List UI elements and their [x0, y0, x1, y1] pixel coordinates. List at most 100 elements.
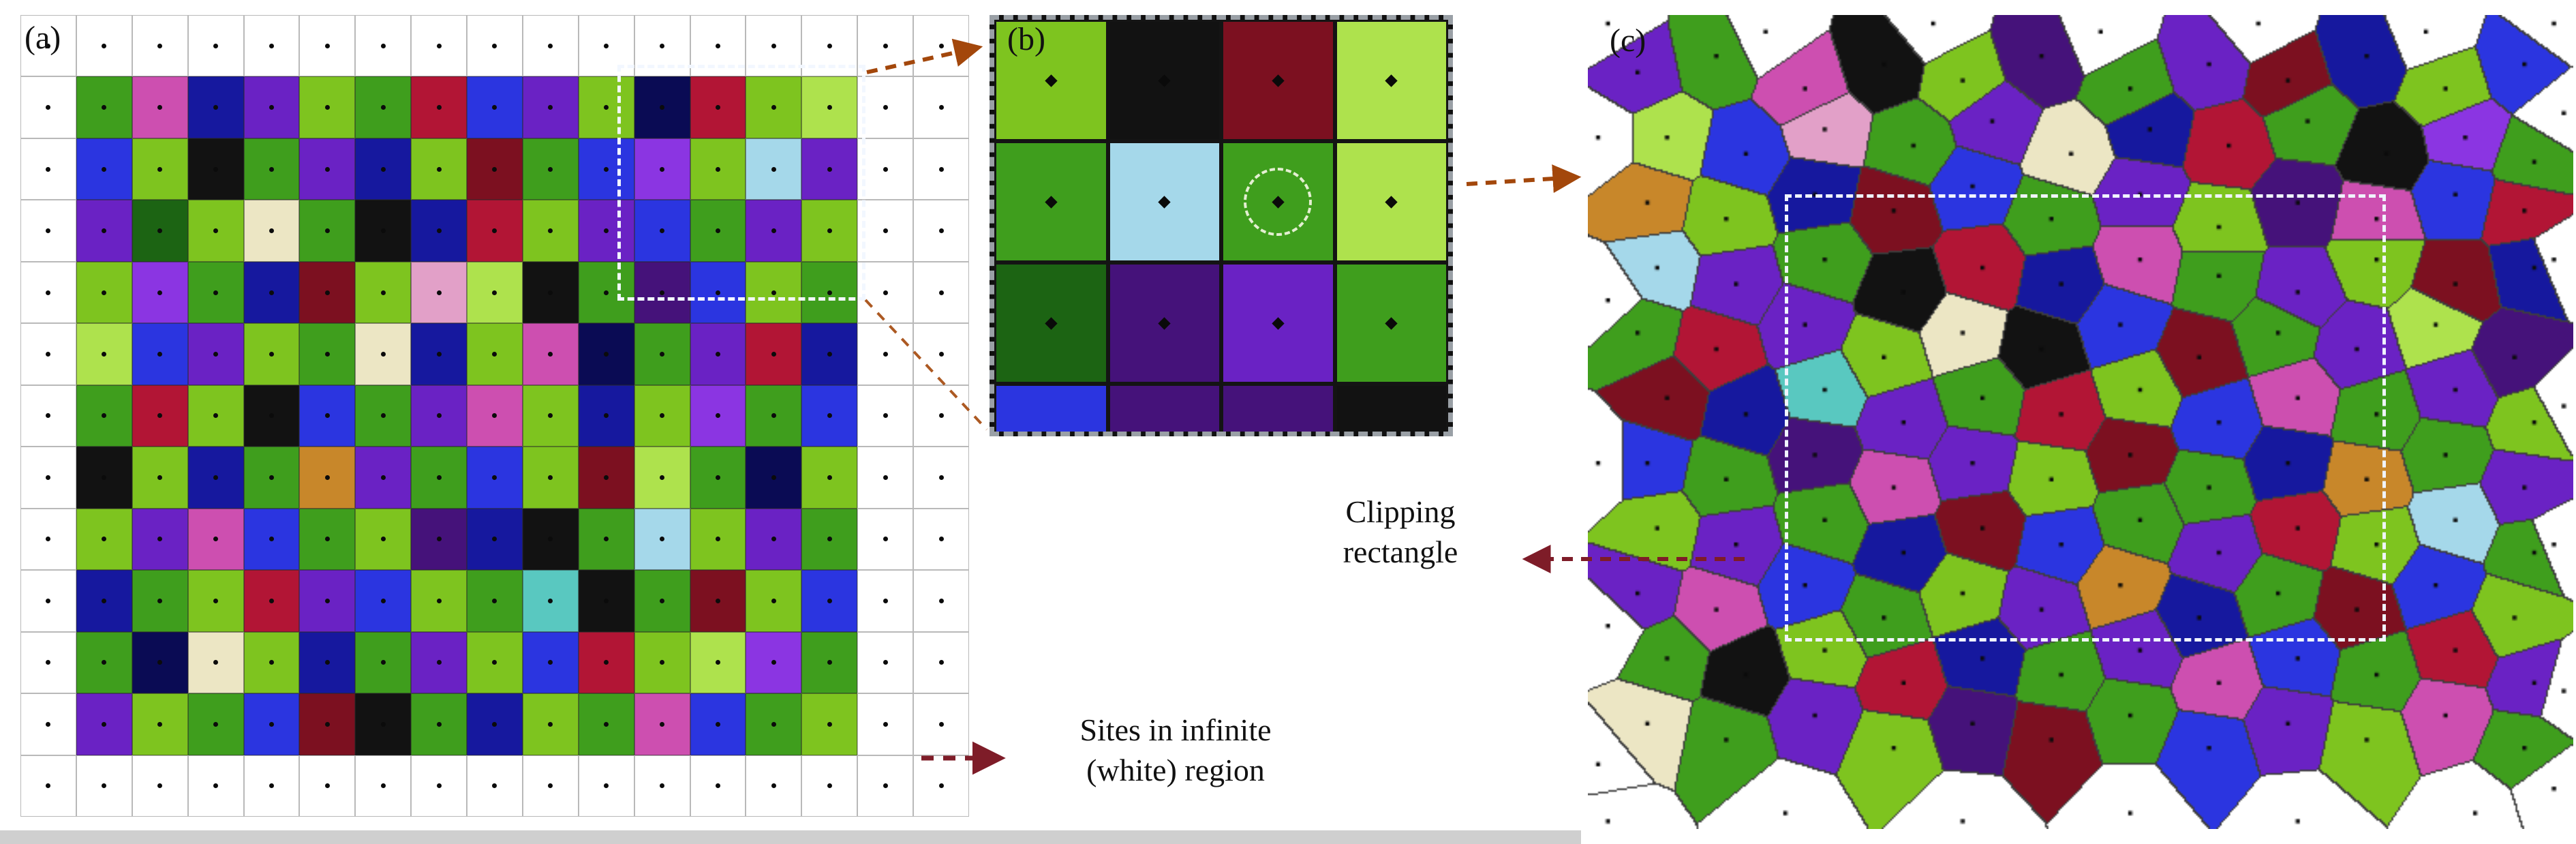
site-dot: [827, 43, 832, 48]
site-dot: [213, 413, 219, 419]
grid-cell: [132, 15, 188, 77]
site-dot: [548, 413, 553, 419]
site-dot: [716, 660, 721, 665]
grid-cell: [187, 570, 244, 632]
panel-a-grid: [20, 15, 969, 817]
site-dot: [269, 43, 274, 48]
site-dot: [604, 537, 609, 542]
site-dot: [827, 290, 832, 295]
grid-cell: [690, 631, 746, 694]
grid-cell: [634, 323, 690, 385]
zoom-cell: [1221, 262, 1335, 384]
grid-cell: [76, 693, 132, 755]
grid-cell: [132, 755, 188, 817]
site-dot: [716, 290, 721, 295]
highlight-dashed-circle: [1244, 168, 1313, 236]
panel-a-grid-figure: [20, 15, 969, 817]
site-dot: [660, 598, 665, 603]
grid-cell: [801, 261, 858, 324]
grid-cell: [522, 693, 579, 755]
site-dot: [157, 598, 163, 603]
grid-cell: [187, 138, 244, 200]
grid-cell: [522, 447, 579, 509]
site-diamond-dot: [1045, 195, 1058, 209]
site-dot: [492, 660, 497, 665]
site-dot: [938, 474, 944, 480]
grid-cell: [522, 138, 579, 200]
site-dot: [436, 290, 442, 295]
grid-cell: [299, 323, 356, 385]
grid-cell: [857, 323, 914, 385]
panel-c-label: (c): [1610, 22, 1646, 59]
site-dot: [269, 598, 274, 603]
grid-cell: [467, 261, 523, 324]
site-dot: [213, 105, 219, 110]
annotation-clipping-rectangle: Clipping rectangle: [1343, 494, 1458, 569]
screenshot-bottom-edge: [0, 830, 1581, 844]
grid-cell: [690, 76, 746, 138]
grid-cell: [243, 508, 300, 571]
zoom-cell: [1221, 20, 1335, 141]
site-dot: [660, 290, 665, 295]
site-dot: [938, 228, 944, 234]
site-dot: [883, 598, 888, 603]
site-dot: [324, 413, 330, 419]
grid-cell: [132, 447, 188, 509]
grid-cell: [522, 323, 579, 385]
site-dot: [380, 783, 386, 789]
grid-cell: [243, 570, 300, 632]
grid-cell: [76, 323, 132, 385]
site-dot: [157, 537, 163, 542]
site-dot: [660, 537, 665, 542]
grid-cell: [411, 138, 467, 200]
grid-cell: [913, 15, 969, 77]
grid-cell: [634, 385, 690, 447]
site-dot: [492, 474, 497, 480]
site-dot: [492, 290, 497, 295]
site-dot: [269, 413, 274, 419]
grid-cell: [634, 138, 690, 200]
site-dot: [102, 660, 107, 665]
site-dot: [157, 474, 163, 480]
grid-cell: [20, 385, 76, 447]
grid-cell: [746, 570, 802, 632]
site-dot: [660, 413, 665, 419]
grid-cell: [299, 570, 356, 632]
site-dot: [771, 660, 776, 665]
site-dot: [604, 290, 609, 295]
grid-cell: [243, 15, 300, 77]
site-diamond-dot: [1158, 316, 1171, 330]
site-dot: [660, 228, 665, 234]
grid-cell: [76, 447, 132, 509]
site-dot: [771, 598, 776, 603]
site-dot: [938, 352, 944, 357]
site-dot: [269, 105, 274, 110]
site-dot: [324, 105, 330, 110]
site-dot: [436, 352, 442, 357]
site-dot: [46, 660, 51, 665]
site-diamond-dot: [1158, 195, 1171, 209]
site-dot: [492, 228, 497, 234]
grid-cell: [913, 200, 969, 262]
site-dot: [380, 43, 386, 48]
grid-cell: [299, 447, 356, 509]
site-dot: [716, 228, 721, 234]
grid-cell: [355, 508, 412, 571]
grid-cell: [634, 755, 690, 817]
grid-cell: [411, 323, 467, 385]
grid-cell: [187, 385, 244, 447]
site-dot: [827, 783, 832, 789]
site-dot: [102, 598, 107, 603]
site-dot: [938, 43, 944, 48]
site-diamond-dot: [1385, 316, 1398, 330]
grid-cell: [132, 570, 188, 632]
grid-cell: [578, 385, 634, 447]
site-dot: [46, 783, 51, 789]
grid-cell: [187, 261, 244, 324]
grid-cell: [355, 76, 412, 138]
site-dot: [716, 598, 721, 603]
site-dot: [548, 43, 553, 48]
zoom-cell: [1221, 384, 1335, 432]
zoom-cell: [994, 262, 1108, 384]
grid-cell: [20, 15, 76, 77]
